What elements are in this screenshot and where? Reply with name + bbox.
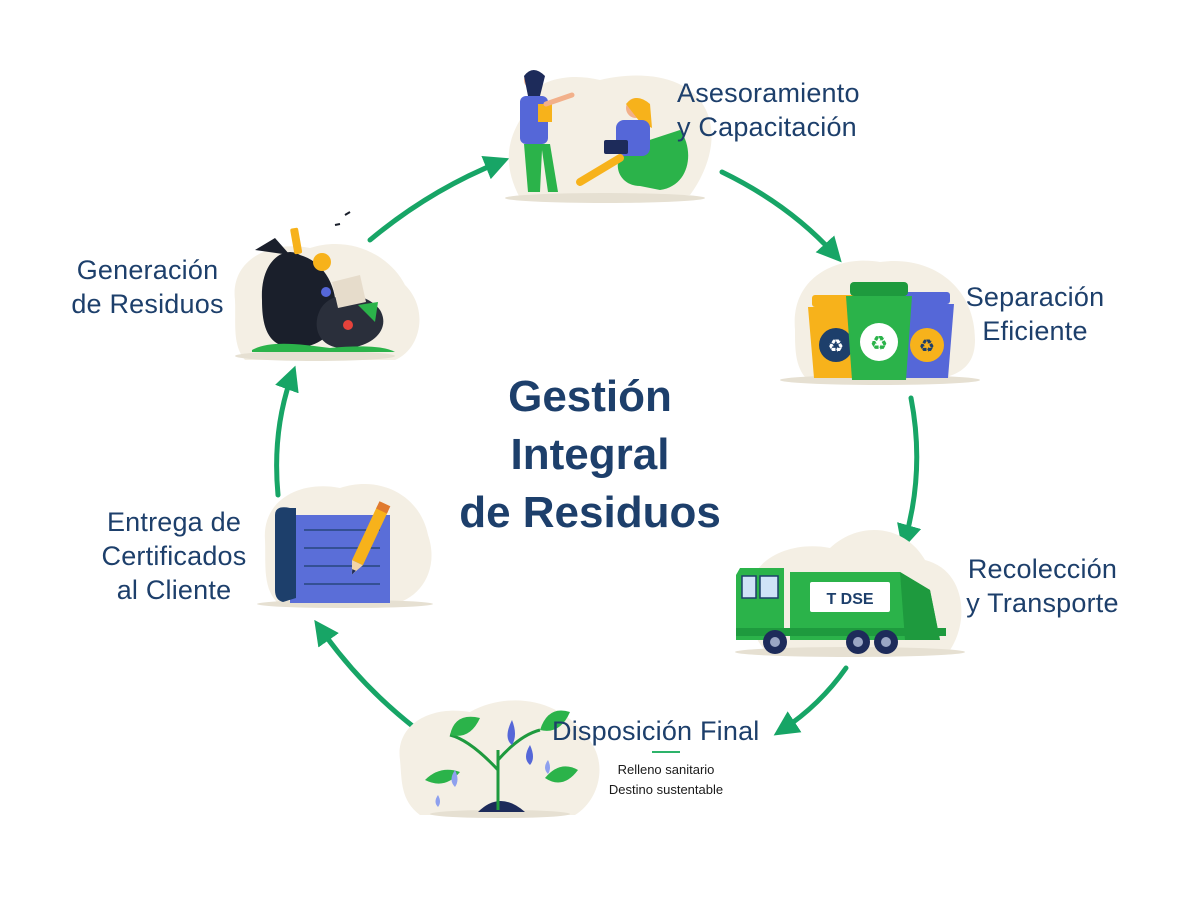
title-line-3: de Residuos [459,488,721,537]
center-title: Gestión Integral de Residuos [440,368,740,542]
title-line-1: Gestión [508,372,672,421]
arrow-asesoramiento-to-separacion [719,169,842,263]
label-line: Recolección [967,554,1118,584]
arrow-separacion-to-recoleccion [897,395,922,550]
disposicion-details: Relleno sanitario Destino sustentable [596,760,736,800]
label-line: Eficiente [982,316,1088,346]
arrow-recoleccion-to-disposicion [773,665,849,736]
label-line: Disposición Final [552,716,760,746]
label-entrega: Entrega de Certificados al Cliente [84,505,264,607]
label-line: de Residuos [71,289,224,319]
arrow-entrega-to-generacion [274,365,299,498]
truck-logo-text: T DSE [826,591,873,608]
plants-icon [399,700,600,818]
label-line: Asesoramiento [677,78,860,108]
label-line: Separación [965,282,1105,312]
divider-line [652,751,680,753]
label-line: Entrega de [106,507,242,537]
svg-text:♻: ♻ [828,336,844,357]
svg-text:♻: ♻ [870,331,888,355]
garbage-bag-icon [234,211,420,361]
label-asesoramiento: Asesoramiento y Capacitación [677,76,860,144]
label-separacion: Separación Eficiente [955,280,1115,348]
arrow-generacion-to-asesoramiento [367,155,510,243]
garbage-truck-icon: T DSE [735,529,965,657]
label-line: Generación [76,255,219,285]
cycle-arrows [274,155,922,736]
arrow-disposicion-to-entrega [314,619,418,731]
people-consulting-icon [505,70,712,203]
label-line: Certificados [101,541,247,571]
title-line-2: Integral [510,430,670,479]
certificate-pencil-icon [257,484,433,608]
label-line: y Transporte [966,588,1119,618]
label-disposicion: Disposición Final [552,714,759,748]
recycling-bins-icon: ♻ ♻ ♻ [780,260,980,385]
label-generacion: Generación de Residuos [55,253,240,321]
detail-line: Destino sustentable [608,782,724,797]
detail-line: Relleno sanitario [617,762,715,777]
label-line: al Cliente [116,575,232,605]
label-recoleccion: Recolección y Transporte [955,552,1130,620]
svg-text:♻: ♻ [919,336,935,357]
label-line: y Capacitación [677,112,857,142]
